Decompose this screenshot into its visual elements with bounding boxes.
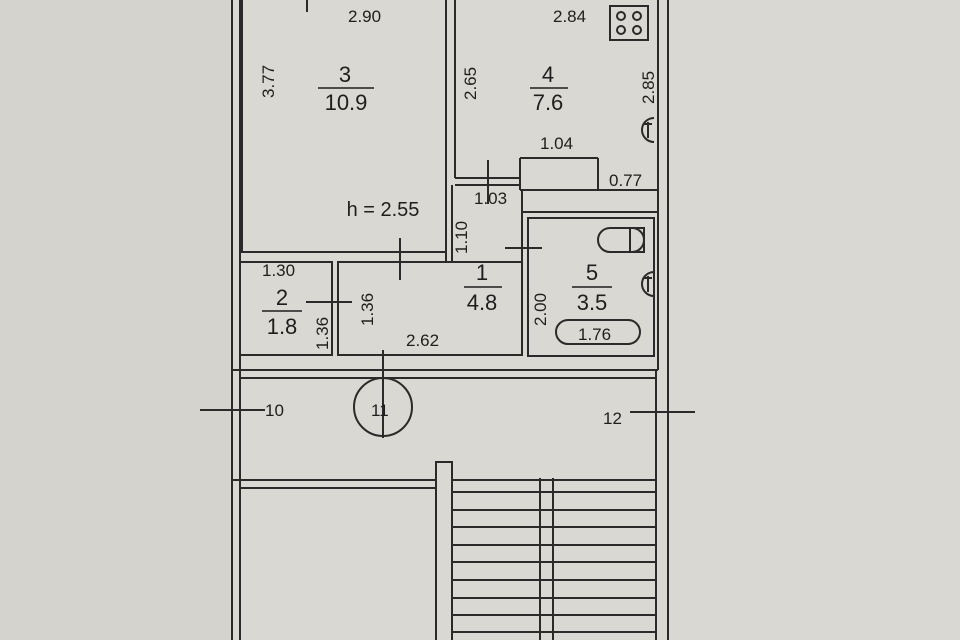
room-5-area: 3.5 <box>577 290 608 315</box>
dim-room4-width: 2.84 <box>553 7 586 26</box>
axis-label-center: 11 <box>371 401 389 420</box>
room-4-number: 4 <box>542 62 554 87</box>
axis-label-left: 10 <box>265 401 284 420</box>
dim-hall-top-width: 1.03 <box>474 189 507 208</box>
door-marks <box>306 0 542 372</box>
toilet-icon <box>597 227 645 253</box>
dim-room1-width: 2.62 <box>406 331 439 350</box>
room-5-outline <box>527 217 655 357</box>
room-5-number: 5 <box>586 260 598 285</box>
room-1-outline <box>337 261 523 356</box>
dim-room3-width: 2.90 <box>348 7 381 26</box>
stove-icon <box>609 5 649 41</box>
room-2-area: 1.8 <box>267 314 298 339</box>
dim-hall-upper-height: 1.10 <box>452 221 471 254</box>
dim-room4-right-height: 2.85 <box>639 71 658 104</box>
axis-markers <box>200 372 695 438</box>
room-2-number: 2 <box>276 285 288 310</box>
dim-room2-width: 1.30 <box>262 261 295 280</box>
sink-icon <box>641 117 655 143</box>
room-2-outline <box>239 261 333 356</box>
stair-core <box>435 461 453 640</box>
room-1-area: 4.8 <box>467 290 498 315</box>
axis-circle-11 <box>353 377 413 437</box>
dim-counter-depth: 0.77 <box>609 171 642 190</box>
washbasin-icon <box>641 271 655 297</box>
dim-room1-height: 1.36 <box>358 293 377 326</box>
dim-room2-height: 1.36 <box>313 317 332 350</box>
paper-shade <box>0 0 230 640</box>
staircase <box>452 478 656 640</box>
dim-bath-length: 1.76 <box>578 325 611 344</box>
ceiling-height: h = 2.55 <box>347 199 420 221</box>
dim-room4-left-height: 2.65 <box>461 67 480 100</box>
bathtub-icon <box>555 319 641 345</box>
dim-room3-height: 3.77 <box>259 65 278 98</box>
dim-counter-width: 1.04 <box>540 134 573 153</box>
axis-label-right: 12 <box>603 409 622 428</box>
room-3-number: 3 <box>339 62 351 87</box>
dim-room5-height: 2.00 <box>531 293 550 326</box>
walls <box>231 0 669 640</box>
room-1-number: 1 <box>476 260 488 285</box>
room-4-area: 7.6 <box>533 90 564 115</box>
room-3-area: 10.9 <box>325 90 368 115</box>
